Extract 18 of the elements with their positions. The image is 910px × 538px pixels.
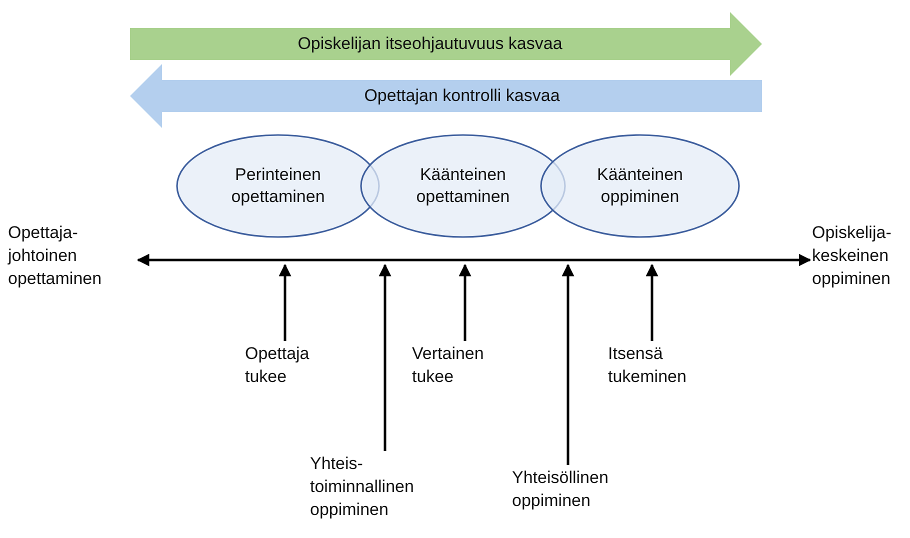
caption-text: Opettaja- johtoinen opettaminen xyxy=(8,222,136,298)
arrow xyxy=(136,254,812,266)
caption-text: Yhteis- toiminnallinen oppiminen xyxy=(310,453,460,531)
caption-text: Opettaja tukee xyxy=(245,343,325,395)
caption-text: Yhteisöllinen oppiminen xyxy=(512,467,624,519)
ellipse-label: Käänteinen oppiminen xyxy=(596,164,684,208)
arrow xyxy=(562,264,574,465)
caption-text: Opiskelija- keskeinen oppiminen xyxy=(812,222,910,298)
band-label: Opettajan kontrolli kasvaa xyxy=(363,84,561,107)
ellipse-label: Perinteinen opettaminen xyxy=(230,164,326,208)
caption-text: Itsensä tukeminen xyxy=(608,343,718,395)
arrow xyxy=(278,264,292,341)
caption-text: Vertainen tukee xyxy=(412,343,518,395)
band-label: Opiskelijan itseohjautuvuus kasvaa xyxy=(296,32,564,55)
arrow xyxy=(646,264,658,341)
arrow xyxy=(458,264,472,341)
ellipse-label: Käänteinen opettaminen xyxy=(415,164,511,208)
arrow xyxy=(378,264,392,451)
